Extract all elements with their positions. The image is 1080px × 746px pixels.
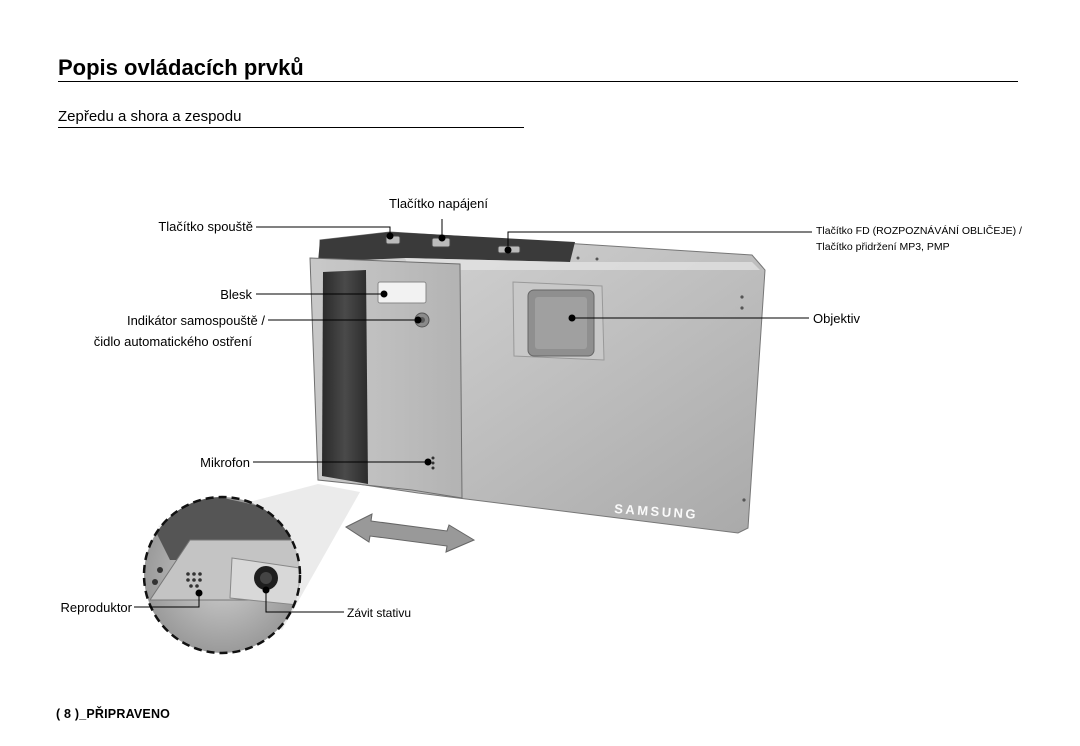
page-footer: ( 8 )_PŘIPRAVENO <box>56 707 171 721</box>
label-lens: Objektiv <box>813 311 860 326</box>
label-af-sensor: čidlo automatického ostření <box>93 334 252 349</box>
label-fd-button-line1: Tlačítko FD (ROZPOZNÁVÁNÍ OBLIČEJE) / <box>816 225 1022 237</box>
leader-lines <box>134 219 812 613</box>
label-power-button: Tlačítko napájení <box>389 196 489 211</box>
slide-arrow-icon <box>344 513 476 553</box>
leader-dots <box>195 232 576 597</box>
bottom-zoom-inset <box>142 495 302 655</box>
label-fd-button-line2: Tlačítko přidržení MP3, PMP <box>816 241 950 253</box>
camera-body <box>309 231 766 534</box>
label-self-timer: Indikátor samospouště / <box>126 313 265 328</box>
label-flash: Blesk <box>220 287 252 302</box>
label-tripod-socket: Závit stativu <box>347 606 412 620</box>
brand-logo: SAMSUNG <box>614 501 699 522</box>
page-title: Popis ovládacích prvků <box>58 55 1018 82</box>
section-title: Zepředu a shora a zespodu <box>58 108 524 128</box>
label-speaker: Reproduktor <box>60 600 132 615</box>
label-microphone: Mikrofon <box>200 455 250 470</box>
label-shutter-button: Tlačítko spouště <box>158 219 253 234</box>
